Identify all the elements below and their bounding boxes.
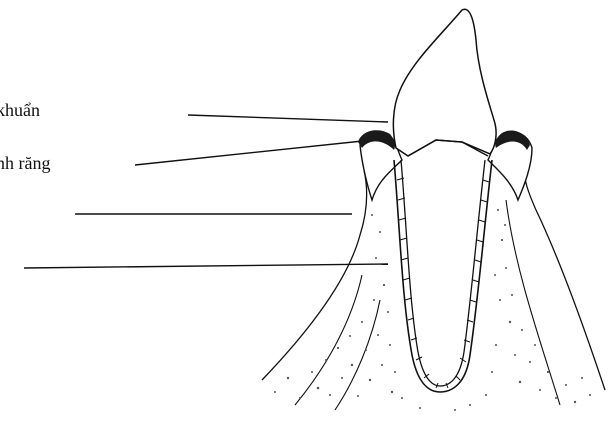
- root-inner: [401, 160, 485, 386]
- bone-right-outer: [524, 168, 605, 390]
- leader-line-gum: [135, 140, 372, 165]
- bone-left-outer: [262, 170, 367, 380]
- tooth-crown: [393, 9, 496, 156]
- leader-line-bacteria: [188, 115, 388, 122]
- bone-left-outer-2: [295, 275, 362, 405]
- root-outer: [394, 160, 492, 392]
- periodontal-ligament-hatch: [397, 178, 489, 388]
- bone-right-inner: [506, 200, 560, 405]
- bone-left-inner: [335, 300, 380, 410]
- leader-line-ligament: [24, 264, 388, 268]
